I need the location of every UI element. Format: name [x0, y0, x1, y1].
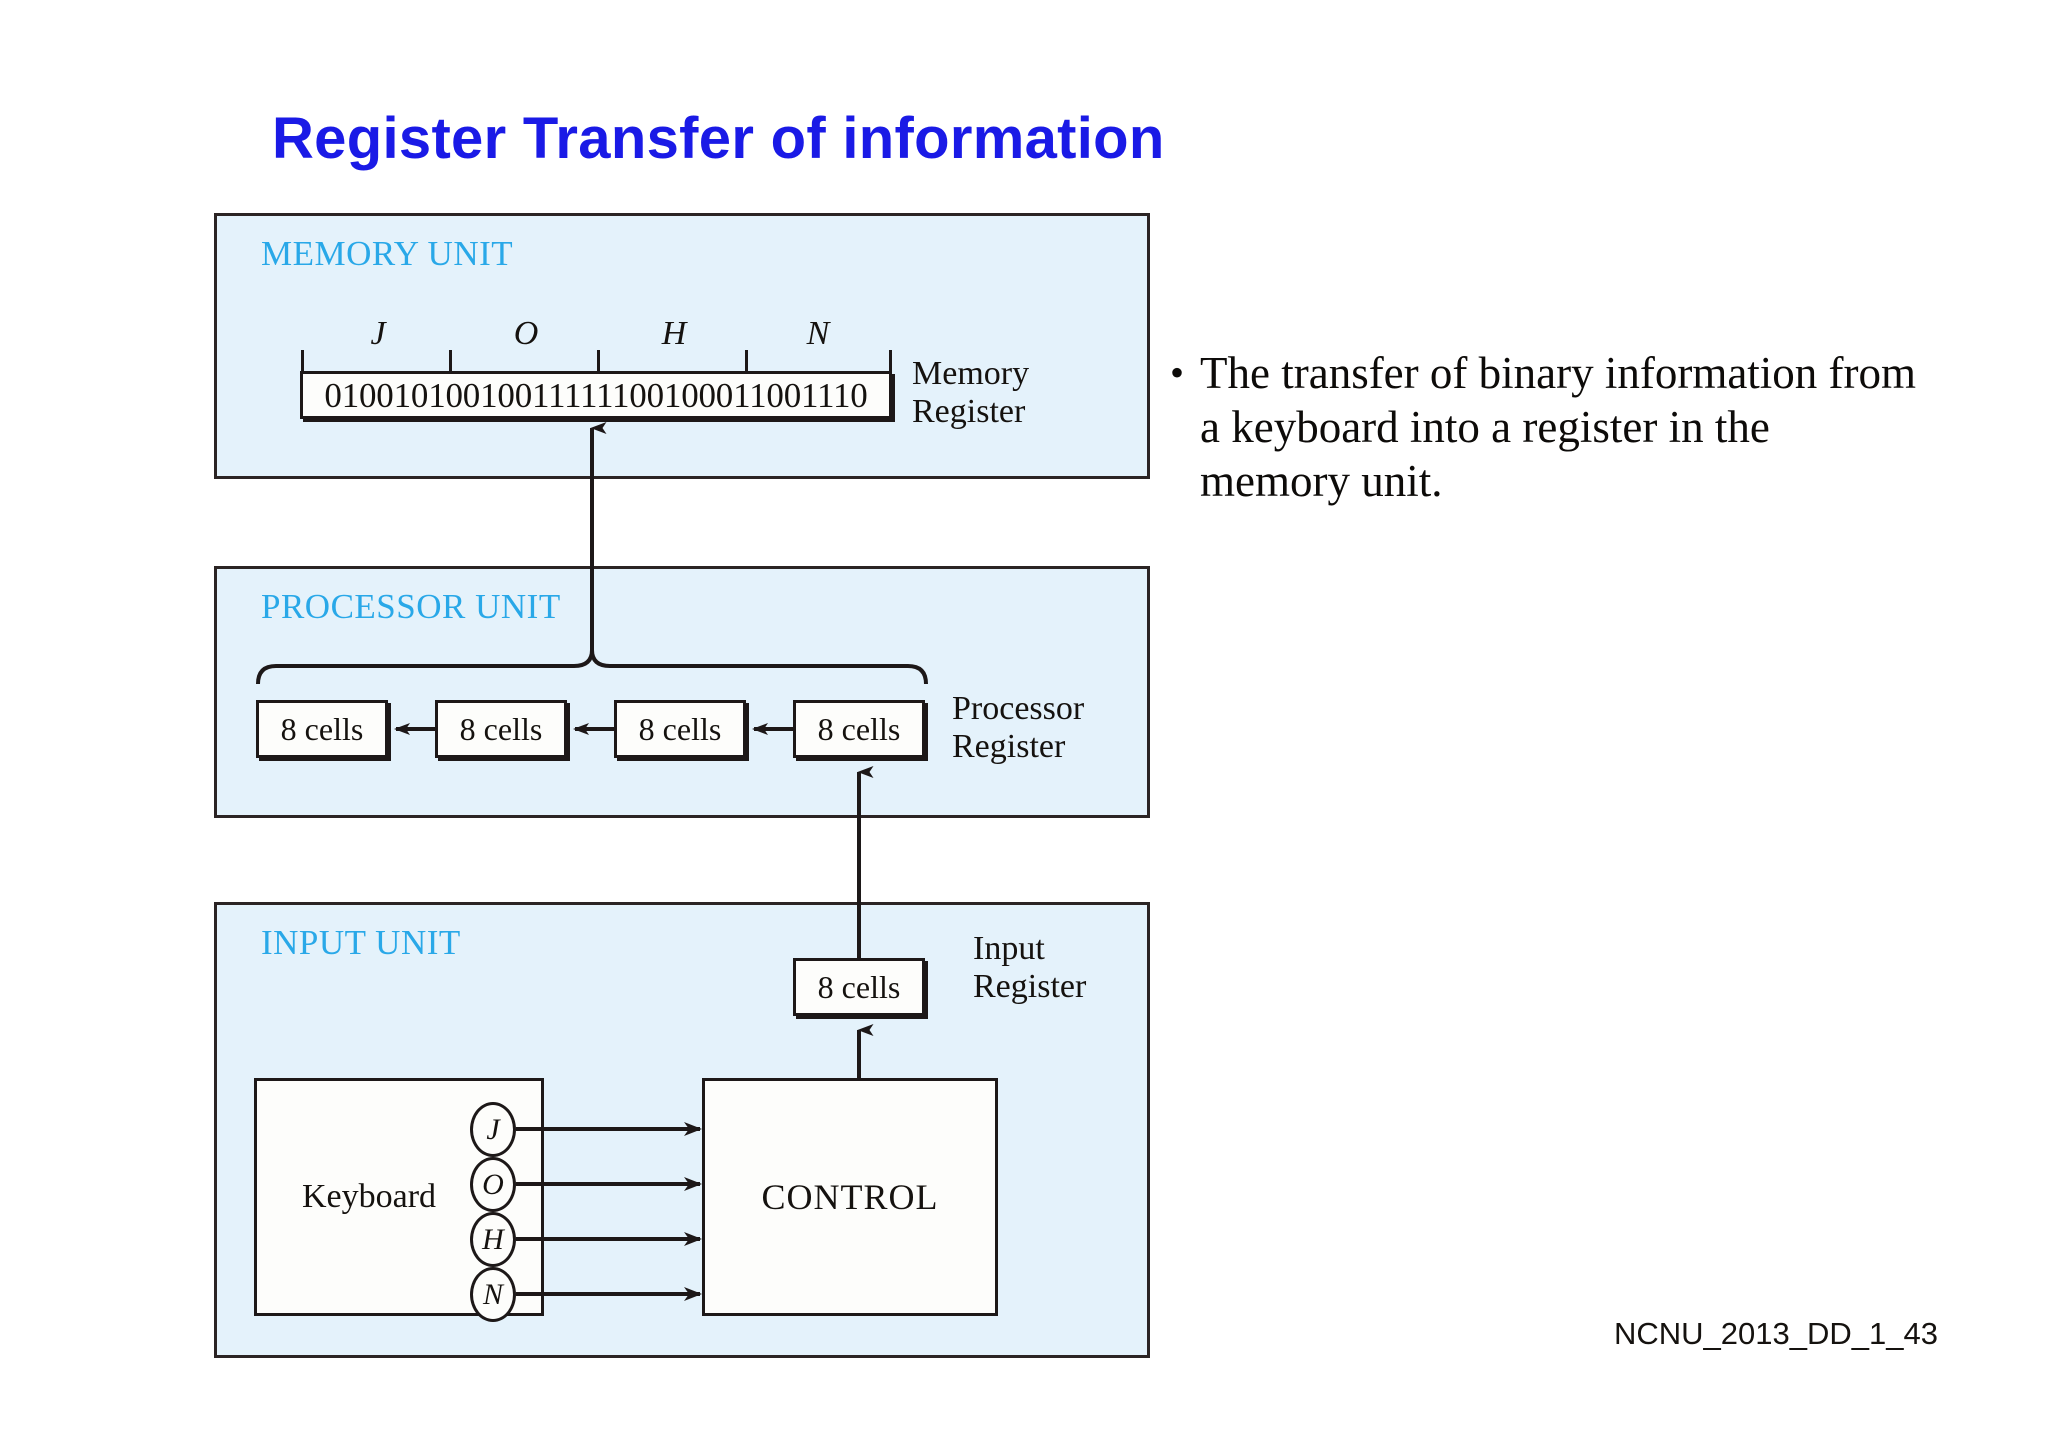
input-register-caption-line2: Register [973, 968, 1087, 1005]
memory-register-caption-line1: Memory [912, 355, 1030, 392]
bullet-block: • The transfer of binary information fro… [1170, 346, 1930, 508]
processor-cell-2: 8 cells [614, 700, 746, 758]
input-register-caption-line1: Input [973, 930, 1045, 967]
memory-tick-0 [301, 350, 304, 374]
keyboard-key-o[interactable]: O [470, 1157, 516, 1212]
keyboard-key-j[interactable]: J [470, 1102, 516, 1157]
processor-unit-heading: PROCESSOR UNIT [261, 587, 561, 626]
memory-tick-2 [597, 350, 600, 374]
processor-cell-1: 8 cells [435, 700, 567, 758]
memory-register-bits: 01001010010011111100100011001110 [324, 376, 868, 415]
memory-tick-1 [449, 350, 452, 374]
memory-group-label-o: O [513, 315, 539, 352]
memory-group-label-j: J [370, 315, 386, 352]
memory-group-label-h: H [661, 315, 687, 352]
processor-register-caption-line1: Processor [952, 690, 1085, 727]
processor-unit-panel: PROCESSOR UNIT [214, 566, 1150, 818]
keyboard-label: Keyboard [301, 1178, 437, 1215]
processor-cell-0: 8 cells [256, 700, 388, 758]
bullet-marker: • [1170, 350, 1185, 395]
processor-register-caption-line2: Register [952, 728, 1066, 765]
keyboard-key-n[interactable]: N [470, 1267, 516, 1322]
memory-unit-panel: MEMORY UNIT [214, 213, 1150, 479]
footer-code: NCNU_2013_DD_1_43 [1614, 1316, 1938, 1351]
keyboard-key-h[interactable]: H [470, 1212, 516, 1267]
control-box: CONTROL [702, 1078, 998, 1316]
bullet-text: The transfer of binary information from … [1200, 348, 1917, 506]
memory-tick-4 [889, 350, 892, 374]
memory-unit-heading: MEMORY UNIT [261, 234, 514, 273]
page-title: Register Transfer of information [272, 106, 1165, 171]
memory-register-caption-line2: Register [912, 393, 1026, 430]
input-register-cell: 8 cells [793, 958, 925, 1016]
processor-cell-3: 8 cells [793, 700, 925, 758]
memory-register-box [300, 371, 892, 419]
memory-tick-3 [745, 350, 748, 374]
memory-group-label-n: N [806, 315, 830, 352]
input-register-caption: Input Register [973, 930, 1086, 1006]
input-unit-heading: INPUT UNIT [261, 923, 461, 962]
processor-register-caption: Processor Register [952, 690, 1084, 766]
memory-register-caption: Memory Register [912, 355, 1029, 431]
